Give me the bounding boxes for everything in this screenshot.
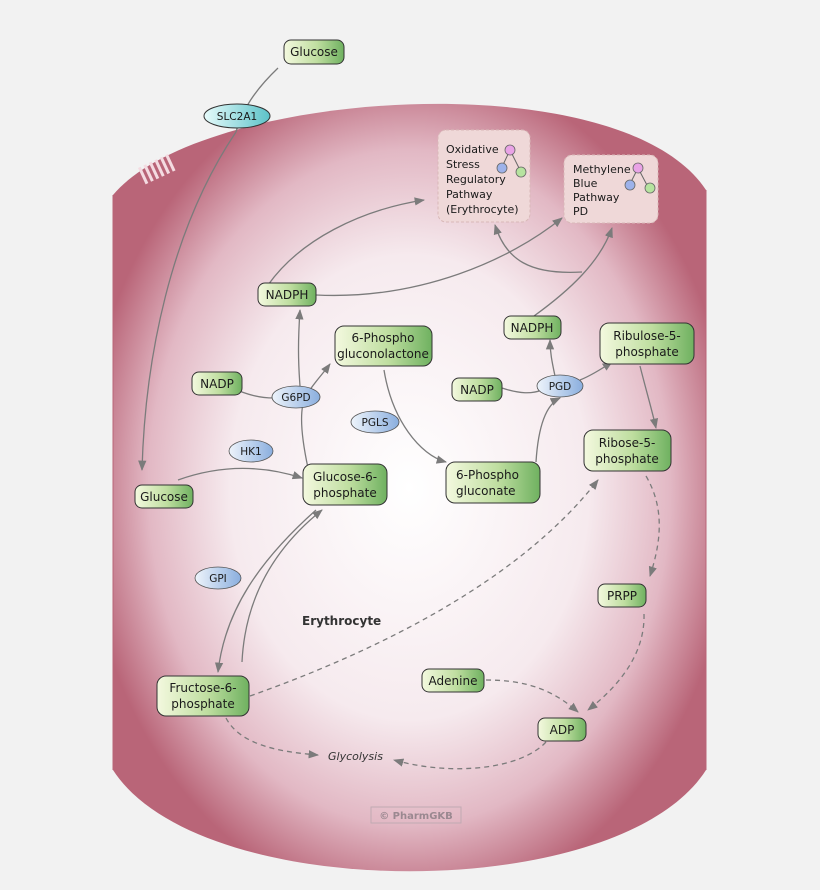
- enzyme-label: SLC2A1: [217, 111, 257, 123]
- svg-text:© PharmGKB: © PharmGKB: [379, 811, 453, 822]
- node-glucose-internal[interactable]: Glucose: [134, 484, 194, 509]
- glycolysis-label[interactable]: Glycolysis: [328, 750, 383, 763]
- node-label-line-2: gluconate: [456, 484, 516, 498]
- node-label: NADP: [200, 377, 234, 391]
- node-label: NADPH: [511, 321, 554, 335]
- indirect-arrows: [225, 475, 660, 770]
- node-label-line-2: phosphate: [615, 345, 678, 359]
- node-label: NADP: [460, 383, 494, 397]
- node-label: Glucose: [290, 45, 338, 59]
- node-label: Adenine: [429, 674, 478, 688]
- node-ribulose-5-phosphate[interactable]: Ribulose-5- phosphate: [599, 322, 695, 365]
- node-fructose-6-phosphate[interactable]: Fructose-6- phosphate: [156, 675, 250, 717]
- node-label-line-1: 6-Phospho: [456, 468, 519, 482]
- pathway-methylene-line-3: Pathway: [573, 191, 620, 204]
- node-label-line-1: Fructose-6-: [169, 681, 236, 695]
- pathway-methylene-line-4: PD: [573, 205, 588, 218]
- pharmgkb-watermark: © PharmGKB: [370, 806, 462, 824]
- enzyme-label: G6PD: [281, 392, 310, 404]
- pathway-oxidative-stress[interactable]: Oxidative Stress Regulatory Pathway (Ery…: [437, 129, 531, 223]
- pathway-oxidative-line-4: Pathway: [446, 188, 493, 201]
- pathway-methylene-line-2: Blue: [573, 177, 598, 190]
- enzyme-g6pd[interactable]: G6PD: [271, 385, 321, 409]
- node-adenine[interactable]: Adenine: [421, 668, 485, 693]
- node-6-phosphogluconolactone[interactable]: 6-Phospho gluconolactone: [334, 325, 433, 367]
- pathway-methylene-blue[interactable]: Methylene Blue Pathway PD: [563, 154, 659, 224]
- node-prpp[interactable]: PRPP: [597, 583, 647, 608]
- pathway-oxidative-line-1: Oxidative: [446, 143, 499, 156]
- node-adp[interactable]: ADP: [537, 717, 587, 742]
- enzyme-slc2a1[interactable]: SLC2A1: [203, 103, 271, 129]
- pathway-oxidative-line-2: Stress: [446, 158, 480, 171]
- enzyme-pgd[interactable]: PGD: [536, 374, 584, 398]
- node-nadph-right[interactable]: NADPH: [503, 315, 562, 340]
- node-label-line-1: 6-Phospho: [352, 331, 415, 345]
- node-nadp-right[interactable]: NADP: [451, 377, 503, 402]
- pathway-oxidative-line-3: Regulatory: [446, 173, 506, 186]
- enzyme-gpi[interactable]: GPI: [194, 566, 242, 590]
- node-nadph-left[interactable]: NADPH: [257, 282, 317, 307]
- node-glucose-6-phosphate[interactable]: Glucose-6- phosphate: [302, 463, 388, 506]
- node-label-line-1: Ribulose-5-: [613, 329, 681, 343]
- node-label-line-2: phosphate: [171, 697, 234, 711]
- node-label-line-2: phosphate: [595, 452, 658, 466]
- node-label-line-2: gluconolactone: [337, 347, 429, 361]
- node-label-line-1: Ribose-5-: [599, 436, 656, 450]
- node-label: PRPP: [607, 589, 637, 603]
- node-nadp-left[interactable]: NADP: [191, 371, 243, 396]
- enzyme-label: PGLS: [362, 417, 389, 429]
- node-glucose-external[interactable]: Glucose: [283, 39, 345, 65]
- node-label: Glucose: [140, 490, 188, 504]
- enzyme-label: PGD: [549, 381, 572, 393]
- enzyme-pgls[interactable]: PGLS: [350, 410, 400, 434]
- node-label: NADPH: [266, 288, 309, 302]
- cell-label: Erythrocyte: [302, 614, 381, 628]
- node-label-line-1: Glucose-6-: [313, 470, 377, 484]
- node-6-phosphogluconate[interactable]: 6-Phospho gluconate: [445, 461, 541, 504]
- node-ribose-5-phosphate[interactable]: Ribose-5- phosphate: [583, 429, 672, 472]
- pathway-network-icon: [624, 162, 656, 194]
- pathway-methylene-line-1: Methylene: [573, 163, 631, 176]
- node-label: ADP: [550, 723, 575, 737]
- pathway-oxidative-line-5: (Erythrocyte): [446, 203, 519, 216]
- pathway-network-icon: [496, 144, 527, 178]
- enzyme-hk1[interactable]: HK1: [228, 439, 274, 463]
- membrane-channel-icon: [138, 154, 176, 185]
- enzyme-label: GPI: [209, 573, 227, 585]
- enzyme-label: HK1: [240, 446, 261, 458]
- node-label-line-2: phosphate: [313, 486, 376, 500]
